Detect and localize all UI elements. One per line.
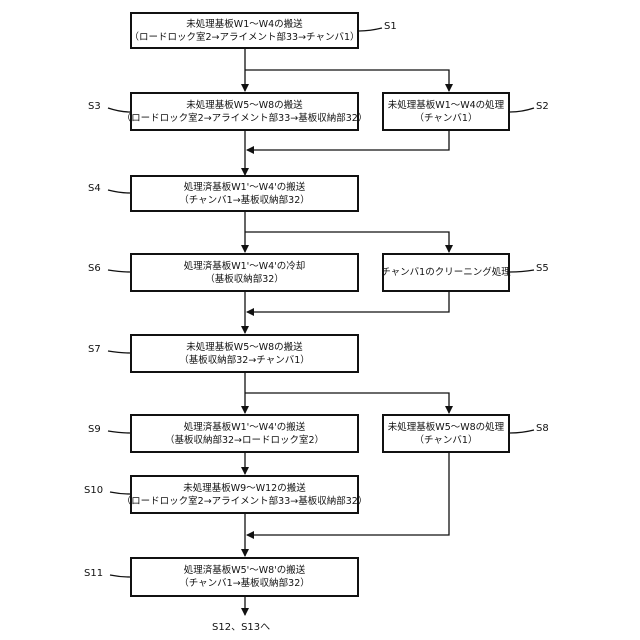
step-s7-line1: 未処理基板W5～W8の搬送: [186, 341, 302, 354]
step-box-s9: 処理済基板W1'～W4'の搬送 （基板収納部32→ロードロック室2）: [130, 414, 359, 453]
step-label-s2: S2: [536, 101, 549, 112]
step-s7-line2: （基板収納部32→チャンバ1）: [179, 354, 310, 367]
arrow-s2-join: [247, 131, 449, 150]
step-box-s7: 未処理基板W5～W8の搬送 （基板収納部32→チャンバ1）: [130, 334, 359, 373]
step-s8-line2: （チャンバ1）: [415, 434, 478, 447]
step-s2-line1: 未処理基板W1～W4の処理: [388, 99, 504, 112]
arrow-s4-s5: [245, 232, 449, 252]
leader-s1: [359, 28, 382, 31]
step-label-s7: S7: [88, 344, 101, 355]
step-s2-line2: （チャンバ1）: [415, 112, 478, 125]
step-s11-line2: （チャンバ1→基板収納部32）: [179, 577, 310, 590]
step-s8-line1: 未処理基板W5～W8の処理: [388, 421, 504, 434]
step-box-s8: 未処理基板W5～W8の処理 （チャンバ1）: [382, 414, 510, 453]
leader-s4: [108, 190, 130, 193]
step-box-s1: 未処理基板W1～W4の搬送 （ロードロック室2→アライメント部33→チャンバ1）: [130, 12, 359, 49]
leader-s8: [510, 430, 534, 433]
arrow-s1-s2: [245, 70, 449, 91]
leader-s9: [108, 431, 130, 433]
step-box-s11: 処理済基板W5'～W8'の搬送 （チャンバ1→基板収納部32）: [130, 557, 359, 597]
step-s1-line1: 未処理基板W1～W4の搬送: [186, 18, 302, 31]
step-s5-line1: チャンバ1のクリーニング処理: [381, 266, 510, 279]
step-box-s4: 処理済基板W1'～W4'の搬送 （チャンバ1→基板収納部32）: [130, 175, 359, 212]
step-s4-line1: 処理済基板W1'～W4'の搬送: [184, 181, 306, 194]
step-box-s6: 処理済基板W1'～W4'の冷却 （基板収納部32）: [130, 253, 359, 292]
step-s6-line2: （基板収納部32）: [205, 273, 284, 286]
step-label-s4: S4: [88, 183, 101, 194]
step-s9-line2: （基板収納部32→ロードロック室2）: [165, 434, 324, 447]
step-label-s5: S5: [536, 263, 549, 274]
step-s1-line2: （ロードロック室2→アライメント部33→チャンバ1）: [130, 31, 360, 44]
step-s10-line1: 未処理基板W9～W12の搬送: [183, 482, 305, 495]
step-s9-line1: 処理済基板W1'～W4'の搬送: [184, 421, 306, 434]
step-box-s5: チャンバ1のクリーニング処理: [382, 253, 510, 292]
step-label-s10: S10: [84, 485, 103, 496]
leader-s6: [108, 270, 130, 272]
step-s11-line1: 処理済基板W5'～W8'の搬送: [184, 564, 306, 577]
step-box-s2: 未処理基板W1～W4の処理 （チャンバ1）: [382, 92, 510, 131]
step-label-s8: S8: [536, 423, 549, 434]
arrow-s7-s8: [245, 393, 449, 413]
step-label-s1: S1: [384, 21, 397, 32]
continuation-label: S12、S13へ: [212, 618, 270, 633]
step-s4-line2: （チャンバ1→基板収納部32）: [179, 194, 310, 207]
arrow-s5-join: [247, 292, 449, 312]
leader-s7: [108, 351, 130, 353]
step-s6-line1: 処理済基板W1'～W4'の冷却: [184, 260, 306, 273]
step-label-s11: S11: [84, 568, 103, 579]
step-s10-line2: （ロードロック室2→アライメント部33→基板収納部32）: [122, 495, 368, 508]
step-s3-line1: 未処理基板W5～W8の搬送: [186, 99, 302, 112]
step-label-s3: S3: [88, 101, 101, 112]
leader-s5: [510, 270, 534, 272]
step-s3-line2: （ロードロック室2→アライメント部33→基板収納部32）: [122, 112, 368, 125]
step-label-s6: S6: [88, 263, 101, 274]
step-box-s3: 未処理基板W5～W8の搬送 （ロードロック室2→アライメント部33→基板収納部3…: [130, 92, 359, 131]
leader-s2: [510, 108, 534, 112]
leader-s11: [110, 575, 130, 577]
step-label-s9: S9: [88, 424, 101, 435]
step-box-s10: 未処理基板W9～W12の搬送 （ロードロック室2→アライメント部33→基板収納部…: [130, 475, 359, 514]
